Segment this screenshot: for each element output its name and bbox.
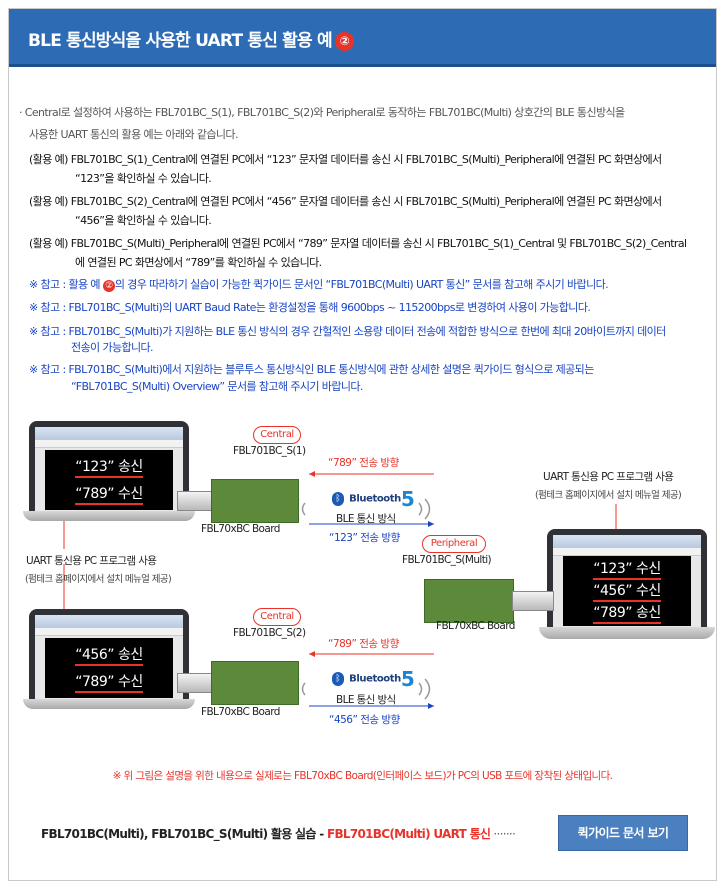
board-label: FBL70xBC Board [436,620,515,632]
quick-guide-button[interactable]: 퀵가이드 문서 보기 [558,815,688,851]
example-2-line-2: “456”을 확인하실 수 있습니다. [75,214,212,227]
bluetooth-icon: ᛒ [332,672,344,686]
example-number-badge: ② [102,280,115,292]
terminal-line: “123” 수신 [563,558,691,580]
laptop-peripheral: “123” 수신 “456” 수신 “789” 송신 [539,529,715,639]
uart-program-sub: (펌테크 홈페이지에서 설치 메뉴얼 제공) [25,574,172,585]
note-2: ※ 참고 : FBL701BC_S(Multi)의 UART Baud Rate… [29,301,591,314]
note-3-line-2: 전송이 가능합니다. [71,341,154,354]
terminal-line: “789” 수신 [45,483,173,505]
example-number-badge: ② [334,32,354,51]
intro-line-2: 사용한 UART 통신의 활용 예는 아래와 같습니다. [29,128,238,141]
device-label: FBL701BC_S(Multi) [402,554,492,566]
uart-program-label: UART 통신용 PC 프로그램 사용 [26,555,157,567]
bluetooth-logo: ᛒ Bluetooth5 [332,667,415,691]
note-3-line-1: ※ 참고 : FBL701BC_S(Multi)가 지원하는 BLE 통신 방식… [29,325,666,338]
note-4-line-2: “FBL701BC_S(Multi) Overview” 문서를 참고해 주시기… [71,380,363,393]
board-central-2 [177,661,301,705]
board-label: FBL70xBC Board [201,523,280,535]
laptop-central-2: “456” 송신 “789” 수신 [23,609,195,709]
laptop-central-1: “123” 송신 “789” 수신 [23,421,195,521]
example-1-line-2: “123”을 확인하실 수 있습니다. [75,172,212,185]
direction-123: “123” 전송 방향 [329,532,400,544]
central-badge: Central [253,608,301,626]
board-central-1 [177,479,301,523]
example-2-line-1: (활용 예) FBL701BC_S(2)_Central에 연결된 PC에서 “… [29,195,662,208]
uart-program-sub: (펌테크 홈페이지에서 설치 메뉴얼 제공) [535,490,682,501]
example-1-line-1: (활용 예) FBL701BC_S(1)_Central에 연결된 PC에서 “… [29,153,662,166]
bluetooth-icon: ᛒ [332,492,344,506]
practice-link-text: FBL701BC(Multi), FBL701BC_S(Multi) 활용 실습… [41,827,516,841]
terminal-line: “456” 송신 [45,644,173,666]
ble-label: BLE 통신 방식 [336,513,396,525]
device-label: FBL701BC_S(1) [233,445,306,457]
ble-label: BLE 통신 방식 [336,694,396,706]
central-badge: Central [253,426,301,444]
direction-789: “789” 전송 방향 [328,638,399,650]
direction-789: “789” 전송 방향 [328,457,399,469]
device-label: FBL701BC_S(2) [233,627,306,639]
terminal-line: “789” 송신 [563,602,691,624]
board-label: FBL70xBC Board [201,706,280,718]
diagram-footnote: ※ 위 그림은 설명을 위한 내용으로 실제로는 FBL70xBC Board(… [112,770,613,782]
intro-line-1: · Central로 설정하여 사용하는 FBL701BC_S(1), FBL7… [19,106,625,119]
uart-program-label: UART 통신용 PC 프로그램 사용 [543,471,674,483]
note-4-line-1: ※ 참고 : FBL701BC_S(Multi)에서 지원하는 블루투스 통신방… [29,363,594,376]
example-3-line-2: 에 연결된 PC 화면상에서 “789”를 확인하실 수 있습니다. [75,256,322,269]
example-3-line-1: (활용 예) FBL701BC_S(Multi)_Peripheral에 연결된… [29,237,687,250]
terminal-line: “456” 수신 [563,580,691,602]
direction-456: “456” 전송 방향 [329,714,400,726]
terminal-line: “789” 수신 [45,671,173,693]
board-peripheral [424,579,556,623]
terminal-line: “123” 송신 [45,456,173,478]
peripheral-badge: Peripheral [422,535,486,553]
bluetooth-logo: ᛒ Bluetooth5 [332,487,415,511]
